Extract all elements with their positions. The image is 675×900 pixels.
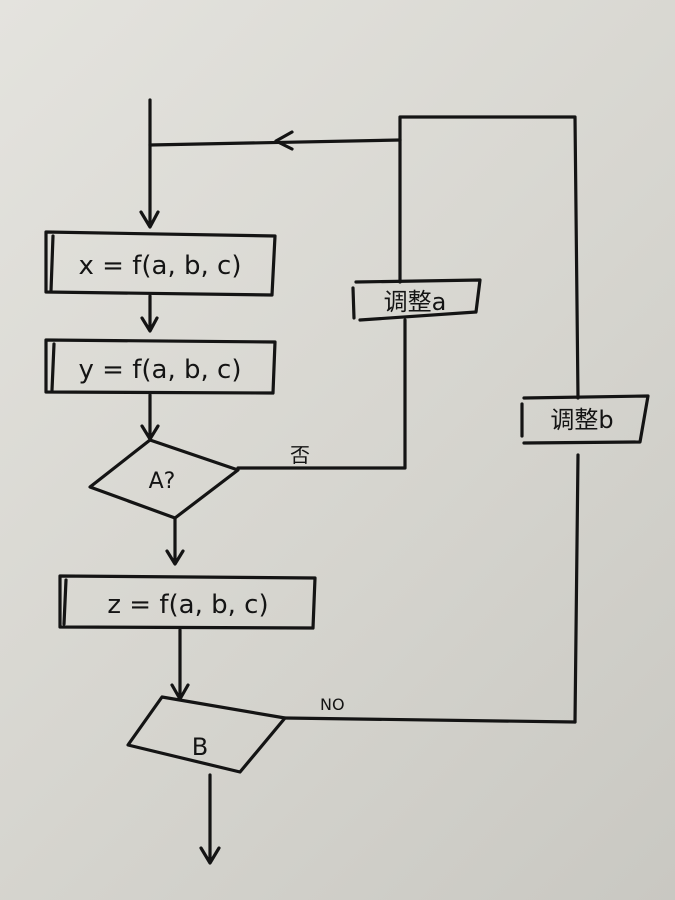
- adjust-a-box: [351, 278, 482, 322]
- x-box: [44, 230, 277, 297]
- entry-arrow-icon: [139, 210, 160, 229]
- adjust-b-loop-line: [398, 115, 580, 400]
- b-no-label: NO: [320, 695, 345, 714]
- z-box: [58, 574, 317, 630]
- x-box-label: x = f(a, b, c): [79, 251, 242, 281]
- decision-b-label: B: [192, 733, 208, 761]
- arrow-y-to-a: [140, 393, 160, 441]
- decision-b-diamond: [126, 695, 287, 774]
- b-no-line: [283, 716, 577, 724]
- adjust-b-label: 调整b: [550, 406, 613, 434]
- arrow-a-to-z: [165, 516, 185, 566]
- loop-left-arrow-icon: [274, 130, 294, 151]
- y-box-label: y = f(a, b, c): [79, 355, 242, 385]
- arrow-x-to-y: [140, 294, 159, 333]
- decision-a-label: A?: [149, 469, 176, 494]
- a-no-label: 否: [290, 443, 310, 467]
- y-box: [44, 338, 277, 395]
- a-no-line: [236, 318, 407, 470]
- z-box-label: z = f(a, b, c): [107, 590, 268, 620]
- adjust-a-label: 调整a: [384, 288, 447, 316]
- loop-top-line: [148, 138, 402, 147]
- arrow-z-to-b: [170, 628, 190, 701]
- adjust-b-box: [520, 394, 650, 445]
- exit-arrow: [199, 773, 221, 865]
- b-no-right-line: [573, 453, 580, 724]
